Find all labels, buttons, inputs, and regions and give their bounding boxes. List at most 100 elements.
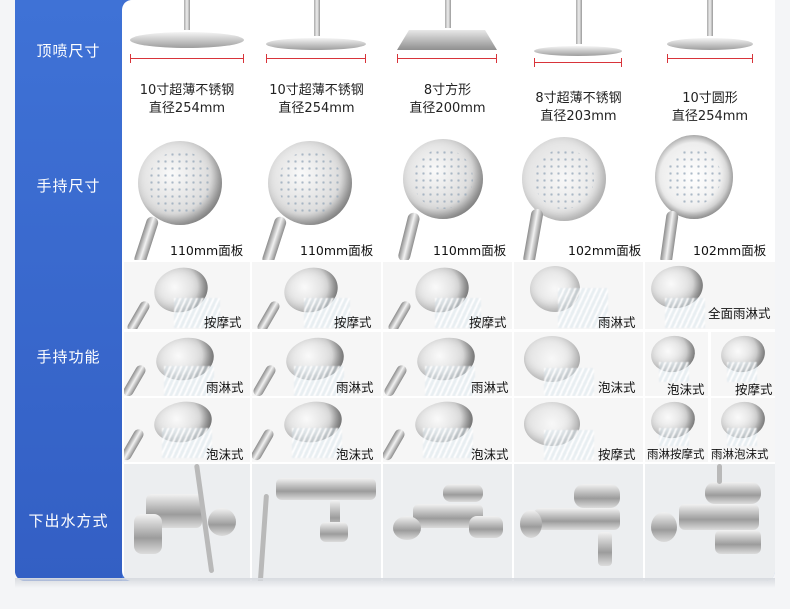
panel-size-label: 102mm面板 [693, 243, 767, 258]
top-shower-cell: 10寸圆形 直径254mm [645, 0, 775, 128]
top-shower-caption: 8寸方形 [423, 83, 472, 98]
handle-icon [386, 299, 413, 329]
spray-mode-label: 泡沫式 [336, 447, 374, 462]
spray-function-cell: 泡沫式 [514, 332, 643, 396]
shower-arm-icon [445, 0, 451, 28]
spray-mode-label: 雨淋按摩式 [647, 447, 705, 461]
spray-function-cell: 按摩式 [124, 262, 250, 329]
dimension-line [534, 58, 622, 67]
outlet-cell [645, 464, 775, 581]
round-showerhead-icon [667, 38, 753, 50]
spray-function-cell: 泡沫式 [124, 398, 250, 462]
spray-function-cell: 按摩式 [383, 262, 512, 329]
handle-icon [132, 215, 160, 260]
handle-icon [522, 207, 544, 260]
hose-icon [257, 493, 269, 581]
spray-function-cell: 雨淋式 [124, 332, 250, 396]
spray-mode-label: 雨淋式 [471, 380, 509, 395]
water-spray-icon [659, 362, 689, 382]
spray-function-cell: 雨淋式 [383, 332, 512, 396]
shower-arm-icon [314, 0, 320, 36]
spray-mode-label: 按摩式 [469, 315, 507, 329]
handle-icon [124, 427, 146, 462]
spray-nozzle-pattern [667, 149, 721, 205]
spray-function-cell: 按摩式 [711, 332, 775, 396]
handheld-size-cell: 102mm面板 [514, 131, 643, 260]
spray-function-cell: 雨淋按摩式 [645, 398, 708, 462]
product-grid: 10寸超薄不锈钢 直径254mm 10寸超薄不锈钢 直径254mm 8寸方形 直… [122, 0, 775, 581]
top-shower-diameter: 直径200mm [409, 101, 486, 116]
handle-icon [659, 210, 679, 260]
water-spray-icon [558, 288, 608, 328]
lever-handle-icon [574, 484, 620, 508]
water-spray-icon [174, 298, 220, 328]
spray-function-cell: 全面雨淋式 [645, 262, 775, 329]
spray-function-cell: 按摩式 [514, 398, 643, 462]
dimension-line [266, 54, 366, 63]
handle-icon [252, 363, 278, 396]
outlet-spout-icon [715, 530, 761, 554]
outlet-cell [514, 464, 643, 581]
top-shower-caption: 8寸超薄不锈钢 [535, 91, 622, 106]
round-showerhead-icon [130, 32, 244, 48]
panel-size-label: 102mm面板 [568, 243, 642, 258]
wall-flange-icon [651, 512, 677, 542]
thermostatic-bar-icon [276, 478, 376, 500]
spray-mode-label: 雨淋式 [336, 380, 374, 395]
spray-function-cell: 按摩式 [252, 262, 381, 329]
hose-connector-icon [208, 508, 236, 536]
row-label-lower-outlet: 下出水方式 [28, 512, 109, 530]
top-shower-caption: 10寸超薄不锈钢 [139, 83, 235, 98]
water-spray-icon [544, 368, 594, 396]
top-shower-diameter: 直径254mm [148, 101, 226, 116]
top-shower-caption: 10寸超薄不锈钢 [269, 83, 364, 98]
outlet-cell [252, 464, 381, 581]
wall-flange-icon [134, 514, 162, 554]
spray-function-cell: 泡沫式 [252, 398, 381, 462]
outlet-cell [124, 464, 250, 581]
round-showerhead-icon [266, 38, 366, 50]
water-spray-icon [544, 430, 594, 460]
panel-size-label: 110mm面板 [433, 243, 507, 258]
water-spray-icon [162, 428, 212, 458]
wall-flange-icon [393, 516, 421, 540]
water-spray-icon [423, 428, 473, 458]
spray-mode-label: 雨淋泡沫式 [711, 447, 769, 461]
shower-arm-icon [576, 0, 582, 44]
water-spray-icon [292, 428, 342, 458]
top-shower-cell: 8寸超薄不锈钢 直径203mm [514, 0, 643, 128]
round-showerhead-icon [534, 46, 622, 56]
water-spray-icon [164, 366, 214, 396]
outlet-cell [383, 464, 512, 581]
handle-icon [252, 427, 276, 462]
handheld-size-cell: 102mm面板 [645, 131, 775, 260]
outlet-spout-icon [469, 516, 503, 538]
wall-flange-icon [520, 510, 542, 538]
top-shower-cell: 8寸方形 直径200mm [383, 0, 512, 128]
row-header-column: 顶喷尺寸 手持尺寸 手持功能 下出水方式 [15, 0, 122, 581]
water-spray-icon [425, 366, 475, 396]
water-spray-icon [435, 298, 481, 328]
diverter-knob-icon [598, 532, 612, 566]
spray-nozzle-pattern [278, 151, 342, 215]
faucet-body-icon [679, 504, 759, 530]
faucet-body-icon [534, 508, 620, 530]
handle-icon [383, 427, 407, 462]
dimension-line [667, 54, 753, 63]
handheld-size-cell: 110mm面板 [252, 131, 381, 260]
water-spray-icon [659, 428, 689, 446]
shower-arm-icon [707, 0, 713, 36]
handheld-size-cell: 110mm面板 [383, 131, 512, 260]
spray-nozzle-pattern [534, 149, 594, 209]
handle-icon [124, 363, 148, 396]
spray-mode-label: 泡沫式 [667, 382, 705, 396]
handle-icon [397, 211, 421, 260]
handle-icon [260, 215, 288, 260]
spray-function-cell: 雨淋式 [252, 332, 381, 396]
top-shower-cell: 10寸超薄不锈钢 直径254mm [252, 0, 381, 128]
dimension-line [397, 54, 497, 63]
water-spray-icon [727, 428, 757, 446]
square-showerhead-icon [397, 30, 497, 50]
valve-stem-icon [330, 500, 340, 530]
spray-mode-label: 按摩式 [204, 315, 242, 329]
